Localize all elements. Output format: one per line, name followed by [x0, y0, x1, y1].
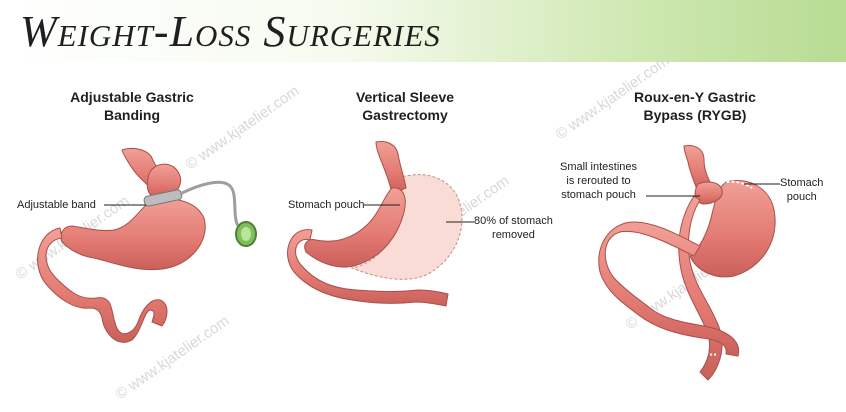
small-intestine [598, 221, 740, 357]
label-stomach-pouch: Stomach pouch [288, 199, 365, 211]
stomach-pouch [304, 187, 406, 268]
anastomosis [699, 347, 719, 356]
small-intestine [37, 227, 168, 343]
staple-line [711, 180, 753, 189]
label-adjustable-band: Adjustable band [17, 199, 96, 211]
small-intestine [287, 229, 449, 307]
label-bypass-stomach-pouch: Stomach pouch [780, 177, 824, 203]
panel-title-bypass: Roux-en-Y Gastric Bypass (RYGB) [634, 89, 756, 123]
band-tube [179, 180, 240, 227]
esophagus [375, 141, 407, 195]
bypassed-stomach [689, 180, 776, 278]
gastric-banding-illustration [37, 147, 257, 343]
roux-en-y-illustration [598, 145, 780, 381]
header-banner [0, 0, 846, 62]
label-stomach-removed: 80% of stomach removed [474, 215, 553, 241]
label-rerouted-intestine: Small intestines is rerouted to stomach … [560, 161, 638, 201]
panel-title-sleeve: Vertical Sleeve Gastrectomy [355, 89, 455, 123]
watermark: © www.kjatelier.com [113, 312, 233, 403]
sleeve-gastrectomy-illustration [287, 141, 474, 307]
page-title: Weight-Loss Surgeries [20, 7, 441, 56]
panel-title-banding: Adjustable Gastric Banding [70, 89, 194, 123]
stomach [60, 198, 206, 271]
